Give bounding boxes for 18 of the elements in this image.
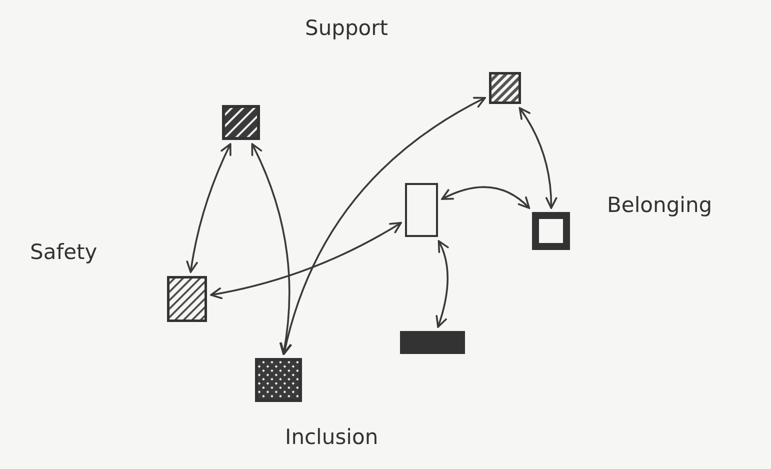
solid-bar bbox=[400, 331, 465, 354]
double-arrow bbox=[441, 186, 530, 209]
outlined-rectangle bbox=[405, 183, 438, 237]
handwritten-label: Belonging bbox=[607, 193, 712, 217]
double-arrow bbox=[186, 143, 232, 273]
double-arrow bbox=[251, 143, 291, 355]
double-arrow bbox=[518, 107, 557, 209]
handwritten-label: Safety bbox=[30, 240, 98, 264]
hatched-square bbox=[167, 276, 207, 322]
double-arrow bbox=[280, 96, 486, 355]
hatched-square bbox=[489, 72, 521, 104]
double-arrow bbox=[436, 240, 449, 328]
handwritten-label: Support bbox=[305, 16, 388, 40]
handwritten-label: Inclusion bbox=[285, 425, 378, 449]
thick-outlined-square bbox=[532, 212, 570, 250]
cross-hatched-square bbox=[255, 358, 302, 402]
double-arrow bbox=[210, 222, 402, 299]
striped-dark-square bbox=[222, 105, 260, 140]
